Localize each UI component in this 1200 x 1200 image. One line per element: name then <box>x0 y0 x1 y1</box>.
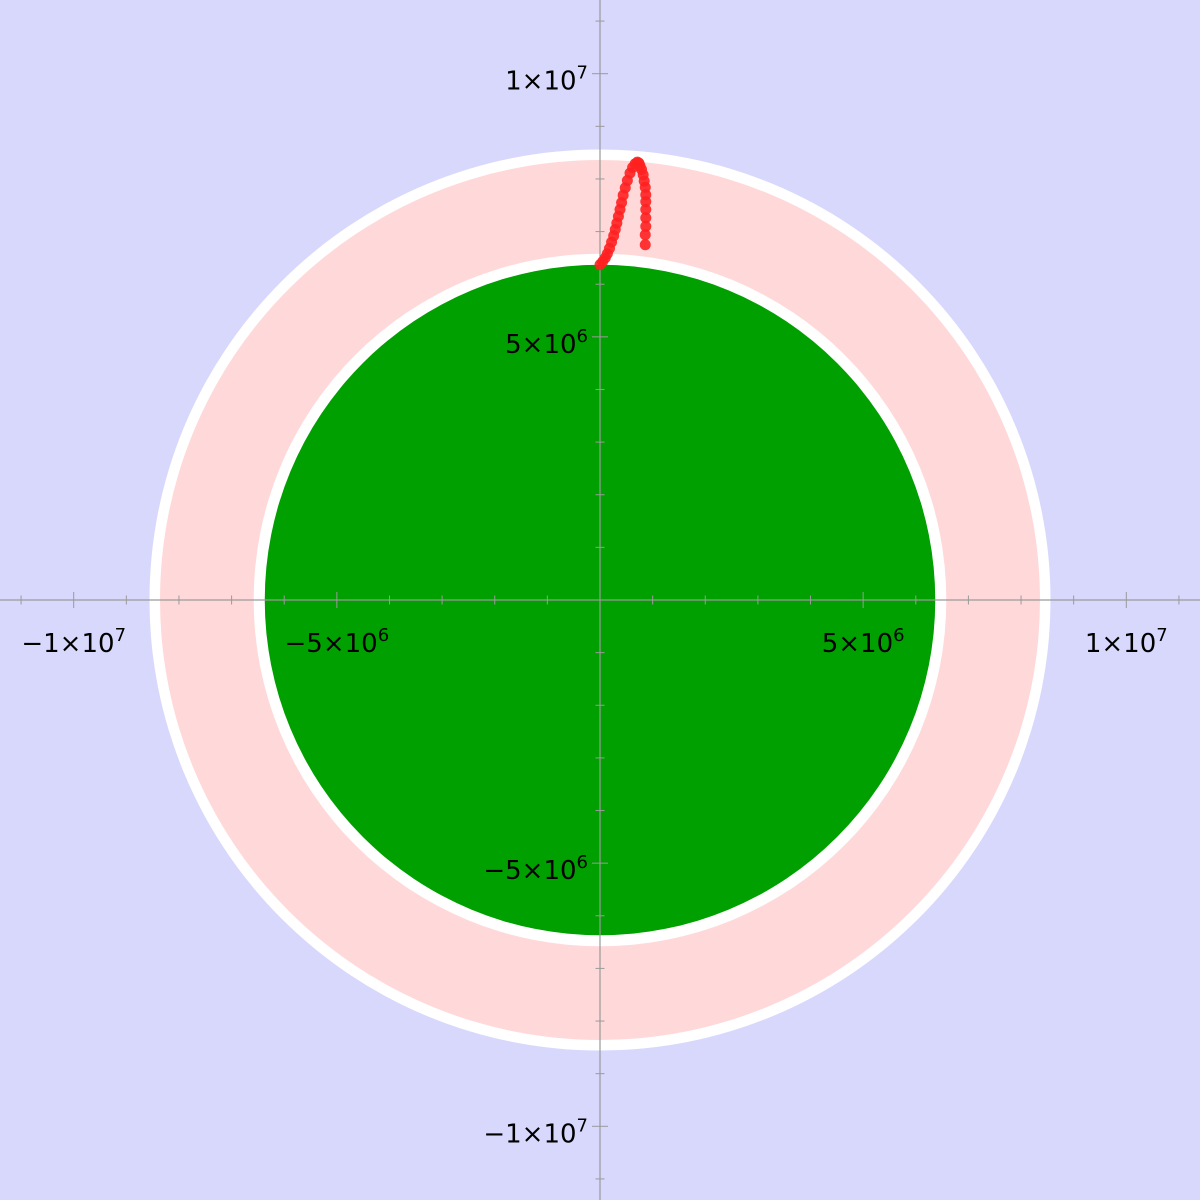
tick-labels: −1×107 −5×106 5×106 1×107 1×107 5×106 −5×106 −1… <box>21 63 1167 1150</box>
y-tick-label: 5×106 <box>505 326 588 360</box>
trajectory-point <box>639 229 651 241</box>
x-tick-label: 1×107 <box>1085 625 1168 659</box>
trajectory-point <box>640 203 652 215</box>
trajectory-point <box>640 196 652 208</box>
x-tick-label: 5×106 <box>822 625 905 659</box>
y-tick-label: −1×107 <box>483 1115 588 1149</box>
trajectory-point <box>640 220 652 232</box>
trajectory-points <box>594 156 652 271</box>
trajectory-point <box>640 212 652 224</box>
y-tick-label: 1×107 <box>505 63 588 97</box>
trajectory-point <box>639 239 651 251</box>
x-tick-label: −5×106 <box>285 625 390 659</box>
x-tick-label: −1×107 <box>21 625 126 659</box>
y-tick-label: −5×106 <box>483 852 588 886</box>
